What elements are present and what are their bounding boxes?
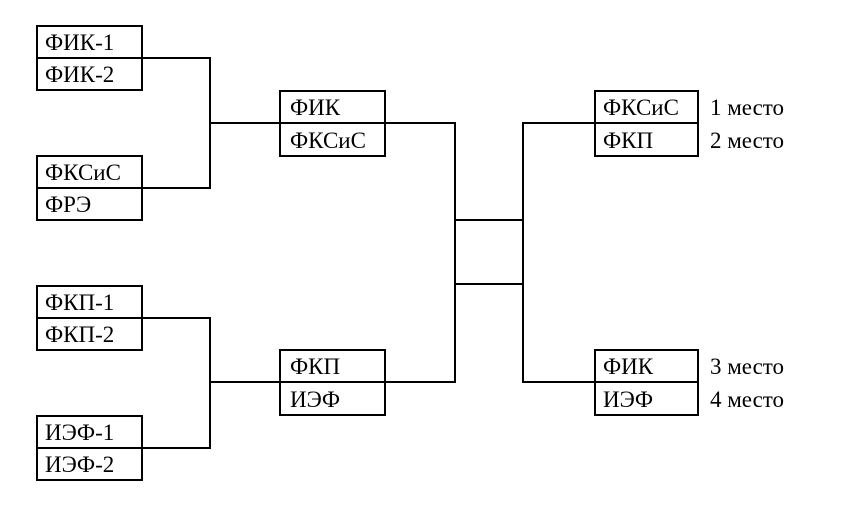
team-box <box>36 155 143 189</box>
team-box <box>36 25 143 59</box>
team-label: ИЭФ-2 <box>45 452 114 477</box>
place-label: 3 место <box>710 354 784 379</box>
connector-finals <box>522 122 595 383</box>
team-box <box>279 381 386 416</box>
team-box <box>36 415 143 449</box>
team-box <box>36 317 143 351</box>
round1-match3: ФКП-1 ФКП-2 <box>36 285 143 351</box>
semifinal-match1: ФИК ФКСиС <box>279 90 386 157</box>
team-label: ФКП-1 <box>45 290 114 315</box>
team-box <box>36 187 143 221</box>
team-label: ИЭФ-1 <box>45 420 114 445</box>
connector-r1m3 <box>142 317 211 449</box>
team-label: ФРЭ <box>45 192 91 217</box>
place-label: 1 место <box>710 95 784 120</box>
team-box <box>594 349 699 383</box>
team-box <box>36 57 143 91</box>
round1-match1: ФИК-1 ФИК-2 <box>36 25 143 91</box>
team-label: ИЭФ <box>603 387 653 412</box>
third-place-match: ФИК ИЭФ 3 место 4 место <box>594 349 784 416</box>
place-label: 4 место <box>710 387 784 412</box>
team-label: ФИК-1 <box>45 30 114 55</box>
team-label: ФКП <box>603 128 653 153</box>
team-label: ФКП <box>290 354 340 379</box>
team-box <box>279 122 386 157</box>
team-label: ФКП-2 <box>45 322 114 347</box>
team-label: ФИК <box>290 95 341 120</box>
semifinal-match2: ФКП ИЭФ <box>279 349 386 416</box>
team-label: ФИК <box>603 354 654 379</box>
team-label: ФКСиС <box>603 95 679 120</box>
round1-match4: ИЭФ-1 ИЭФ-2 <box>36 415 143 481</box>
place-label: 2 место <box>710 128 784 153</box>
team-label: ФКСиС <box>45 160 121 185</box>
connector-r1m1 <box>142 57 211 189</box>
team-label: ИЭФ <box>290 387 340 412</box>
team-box <box>594 381 699 416</box>
connector-sf <box>385 122 456 383</box>
team-label: ФКСиС <box>290 128 366 153</box>
round1-match2: ФКСиС ФРЭ <box>36 155 143 221</box>
final-match: ФКСиС ФКП 1 место 2 место <box>594 90 784 157</box>
bracket-connectors <box>142 57 595 449</box>
team-box <box>594 122 699 157</box>
team-label: ФИК-2 <box>45 62 114 87</box>
team-box <box>36 447 143 481</box>
